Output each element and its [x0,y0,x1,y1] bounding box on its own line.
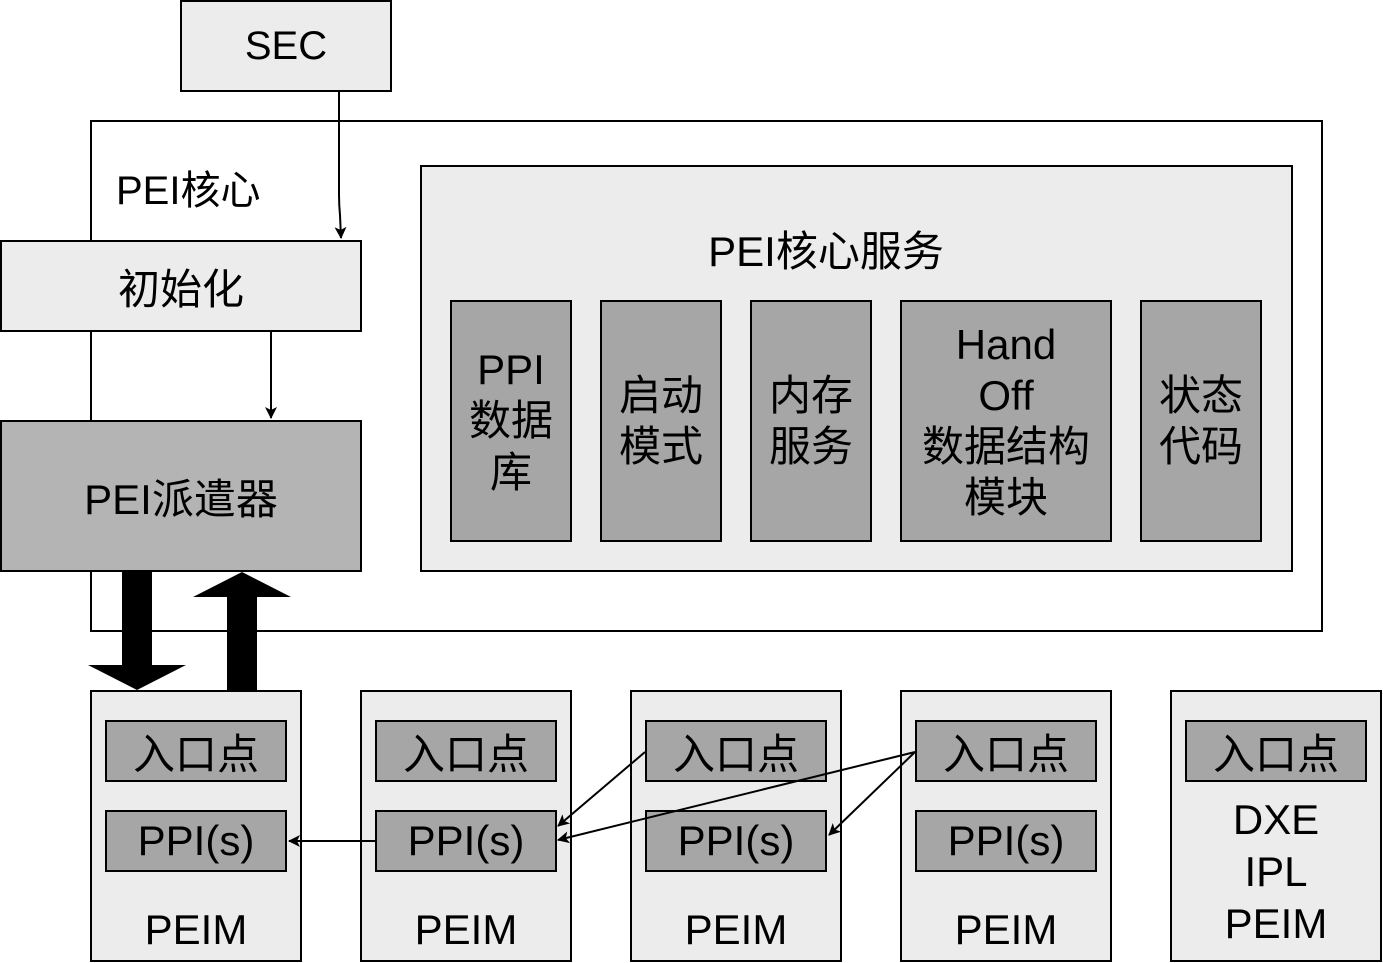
peim-entry-point: 入口点 [105,720,287,782]
service-memory: 内存 服务 [750,300,872,542]
service-label: Hand Off 数据结构 模块 [921,320,1090,522]
entry-label: 入口点 [672,730,799,778]
pei-core-title: PEI核心 [116,169,261,213]
entry-label: 入口点 [402,730,529,778]
pei-core-services-title: PEI核心服务 [708,228,944,275]
service-status-code: 状态 代码 [1140,300,1262,542]
service-boot-mode: 启动 模式 [600,300,722,542]
peim-label: PEIM [954,906,1058,953]
entry-label: 入口点 [1212,730,1339,778]
ppi-label: PPI(s) [677,817,795,864]
peim-entry-point: 入口点 [645,720,827,782]
peim-entry-point: 入口点 [375,720,557,782]
peim-ppis: PPI(s) [915,810,1097,872]
pei-dispatcher-label: PEI派遣器 [84,475,278,523]
peim-ppis: PPI(s) [375,810,557,872]
ppi-label: PPI(s) [947,817,1065,864]
peim-entry-point: 入口点 [1185,720,1367,782]
peim-ppis: PPI(s) [105,810,287,872]
peim-label: PEIM [684,906,788,953]
service-handoff: Hand Off 数据结构 模块 [900,300,1112,542]
dxe-ipl-peim-label: DXE IPL PEIM [1224,796,1328,948]
sec-box: SEC [180,0,392,92]
service-label: 启动 模式 [618,371,703,470]
ppi-label: PPI(s) [407,817,525,864]
peim-ppis: PPI(s) [645,810,827,872]
pei-dispatcher-box: PEI派遣器 [0,420,362,572]
peim-label: PEIM [144,906,248,953]
service-label: 内存 服务 [768,371,853,470]
entry-label: 入口点 [942,730,1069,778]
service-label: PPI 数据 库 [468,346,553,496]
ppi-label: PPI(s) [137,817,255,864]
entry-label: 入口点 [132,730,259,778]
sec-label: SEC [244,23,328,68]
init-label: 初始化 [117,265,244,313]
service-ppi-database: PPI 数据 库 [450,300,572,542]
init-box: 初始化 [0,240,362,332]
peim-entry-point: 入口点 [915,720,1097,782]
peim-label: PEIM [414,906,518,953]
service-label: 状态 代码 [1158,371,1243,470]
